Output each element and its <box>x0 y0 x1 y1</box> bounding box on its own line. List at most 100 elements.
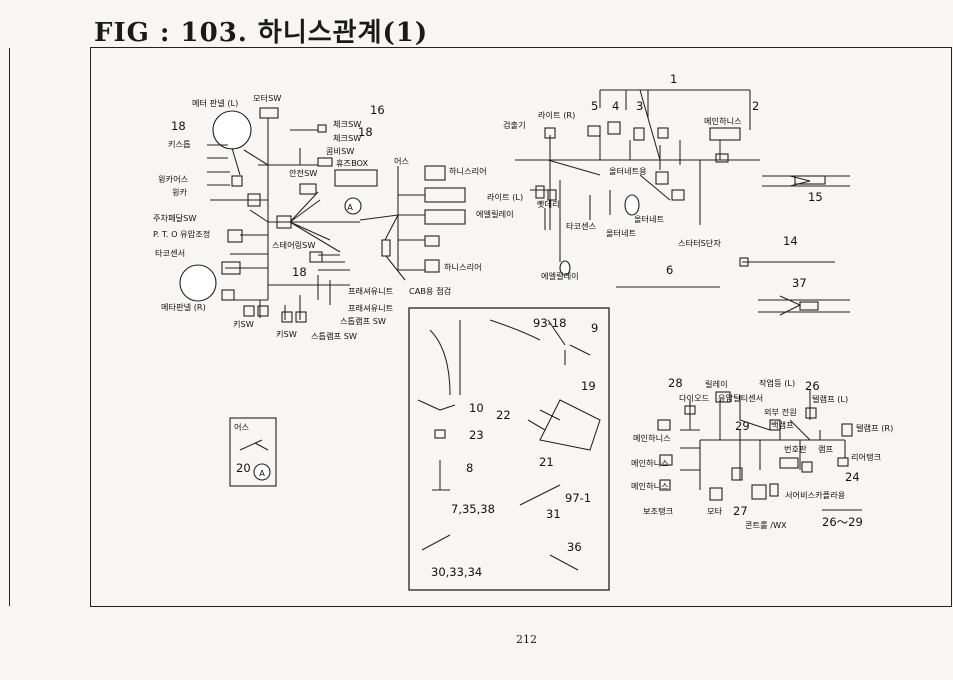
callout-26-29: 26～29 <box>822 515 863 529</box>
label-tail-lamp-l: 텔램프 (L) <box>812 394 848 404</box>
label-tacho-sense: 타코센스 <box>566 221 597 231</box>
callout-10: 10 <box>469 401 484 415</box>
label-control-wx: 콘트롤 /WX <box>745 520 787 530</box>
callout-9: 9 <box>591 321 598 335</box>
label-stop-lamp-sw-2: 스톱램프 SW <box>311 331 357 341</box>
label-main-harness-3: 메인하니스 <box>631 458 669 468</box>
label-check-sw: 체크SW <box>333 119 361 129</box>
label-circle-a: A <box>347 202 353 212</box>
callout-30-33-34: 30,33,34 <box>431 565 482 579</box>
buzzer-connector <box>544 127 556 139</box>
lamp-connector <box>801 461 813 473</box>
winker-relay <box>231 175 243 187</box>
safety-sw-connector <box>299 183 317 195</box>
main-harness-rear-b <box>659 454 673 466</box>
steering-joint <box>309 251 323 263</box>
oil-tilt-sensor-connector <box>715 391 731 403</box>
harness-rear-connector-bottom <box>424 259 440 273</box>
callout-21: 21 <box>539 455 554 469</box>
part-23 <box>434 429 446 439</box>
meter-r-connector <box>221 289 235 301</box>
earth-a-callout <box>253 463 271 481</box>
callout-6: 6 <box>666 263 673 277</box>
callout-27: 27 <box>733 504 748 518</box>
label-earth: 어스 <box>394 156 410 166</box>
harness-rear-connector-top <box>424 165 446 181</box>
battery-connector <box>547 189 557 201</box>
meter-panel-left-gauge <box>212 110 252 150</box>
pto-connector <box>227 229 243 243</box>
callout-18-b: 18 <box>358 125 373 139</box>
label-fuse-box: 휴즈BOX <box>336 158 368 168</box>
label-detector: 검출기 <box>503 120 526 130</box>
label-diode: 다이오드 <box>679 393 710 403</box>
label-winker-earth: 윙카어스 <box>158 174 189 184</box>
label-earth-inset: 어스 <box>234 422 250 432</box>
callout-36: 36 <box>567 540 582 554</box>
control-connector <box>751 484 767 500</box>
callout-37: 37 <box>792 276 807 290</box>
label-air-relay-2: 에엘릴레이 <box>541 271 579 281</box>
label-main-harness-2: 메인하니스 <box>633 433 671 443</box>
callout-22: 22 <box>496 408 511 422</box>
fuse-box <box>334 169 378 187</box>
callout-5: 5 <box>591 99 598 113</box>
callout-23: 23 <box>469 428 484 442</box>
work-lamp-connector <box>805 407 817 419</box>
label-parking-pedal-sw: 주차페달SW <box>153 213 196 223</box>
motor-connector <box>709 487 723 501</box>
callout-18-c: 18 <box>292 265 307 279</box>
label-safety-sw: 안전SW <box>289 168 317 178</box>
key-sw-plug-d <box>295 311 307 323</box>
label-back-lamp: 백램프 <box>771 420 794 430</box>
main-harness-rear-a <box>657 419 671 431</box>
label-pressure-unit: 프래셔유니트 <box>348 286 394 296</box>
rear-connector-a <box>424 187 466 203</box>
binding-edge <box>0 48 10 606</box>
label-key-sw-2: 키SW <box>276 329 297 339</box>
harness-joint <box>276 215 292 229</box>
part-27 <box>731 467 743 481</box>
label-oil-tilt-sensor: 유압틸티센서 <box>718 393 763 403</box>
label-cab-check: CAB용 점검 <box>409 286 451 296</box>
service-coupler <box>769 483 779 497</box>
callout-97-1: 97-1 <box>565 491 591 505</box>
combi-sw-connector <box>317 157 333 167</box>
rear-connector-b <box>424 209 466 225</box>
callout-1: 1 <box>670 72 677 86</box>
label-key-stop: 키스톱 <box>168 139 191 149</box>
parts-detail-frame <box>408 307 610 591</box>
callout-15: 15 <box>808 190 823 204</box>
callout-4: 4 <box>612 99 619 113</box>
label-for-alternator: 올터네트용 <box>609 166 647 176</box>
label-check-sw-2: 체크SW <box>333 133 361 143</box>
callout-14: 14 <box>783 234 798 248</box>
callout-4-connector <box>607 121 621 135</box>
light-r-connector <box>587 125 601 137</box>
figure-title: FIG : 103. 하니스관계(1) <box>94 18 429 48</box>
label-stop-lamp-sw: 스톱램프 SW <box>340 316 386 326</box>
label-air-relay: 에엘릴레이 <box>476 209 514 219</box>
label-number-plate: 번호판 <box>784 444 807 454</box>
callout-20: 20 <box>236 461 251 475</box>
label-key-sw: 키SW <box>233 319 254 329</box>
harness-15 <box>794 175 826 185</box>
alternator-connector-a <box>655 171 669 185</box>
label-relay: 릴레이 <box>705 379 728 389</box>
earth-harness-rear <box>344 165 466 281</box>
cab-check-connector <box>381 239 391 257</box>
air-relay <box>559 260 571 276</box>
label-tail-lamp-r: 텔램프 (R) <box>856 423 893 433</box>
label-battery: 빳데리 <box>537 199 560 209</box>
label-combi-sw: 콤비SW <box>326 146 354 156</box>
earth-inset-frame <box>229 417 277 487</box>
label-lamp: 램프 <box>818 444 834 454</box>
label-harness-rear-2: 하니스리어 <box>444 262 482 272</box>
callout-31: 31 <box>546 507 561 521</box>
label-tacho-sensor: 타코센서 <box>155 248 185 258</box>
check-sw-connector <box>317 124 327 133</box>
callout-3-connector <box>633 127 645 141</box>
key-sw-plug-b <box>257 305 269 317</box>
callout-24: 24 <box>845 470 860 484</box>
tail-lamp-r-connector <box>841 423 853 437</box>
